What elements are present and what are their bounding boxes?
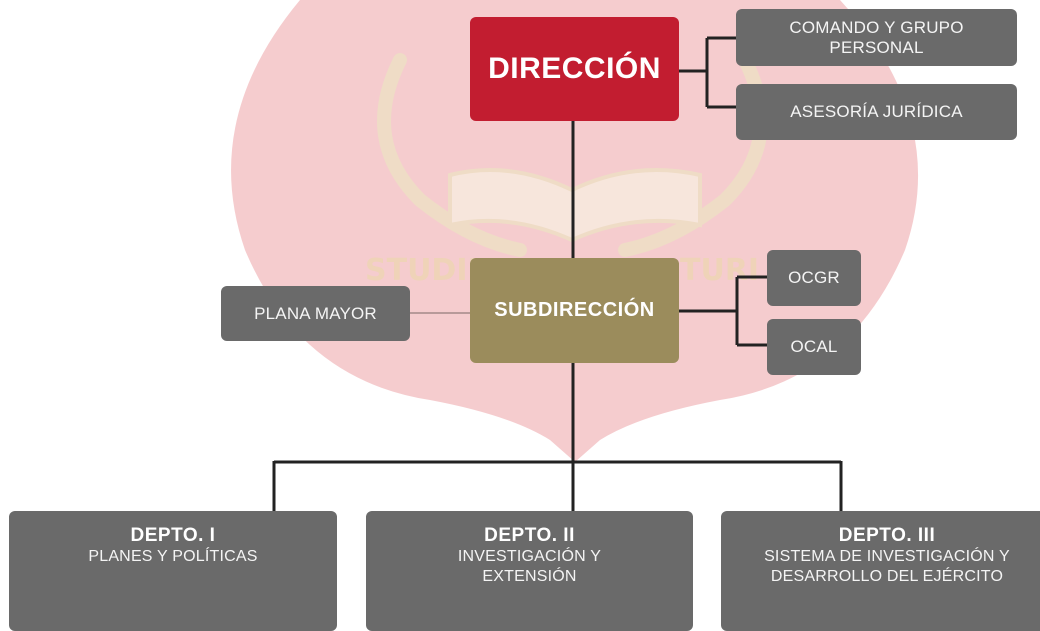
direccion-label: DIRECCIÓN bbox=[488, 52, 661, 85]
subdireccion-label: SUBDIRECCIÓN bbox=[494, 299, 655, 321]
asesoria-juridica-box: ASESORÍA JURÍDICA bbox=[736, 84, 1017, 140]
subdireccion-box: SUBDIRECCIÓN bbox=[470, 258, 679, 363]
depto-2-box: DEPTO. II INVESTIGACIÓN Y EXTENSIÓN bbox=[366, 511, 693, 631]
book-shape bbox=[448, 168, 702, 243]
depto-1-name: PLANES Y POLÍTICAS bbox=[88, 548, 258, 565]
ocgr-box: OCGR bbox=[767, 250, 861, 306]
depto-2-name: INVESTIGACIÓN Y EXTENSIÓN bbox=[457, 548, 602, 585]
depto-1-box: DEPTO. I PLANES Y POLÍTICAS bbox=[9, 511, 337, 631]
depto-2-title: DEPTO. II bbox=[484, 525, 575, 546]
depto-3-title: DEPTO. III bbox=[838, 525, 936, 546]
comando-grupo-personal-box: COMANDO Y GRUPO PERSONAL bbox=[736, 9, 1017, 66]
comando-grupo-personal-label: COMANDO Y GRUPO PERSONAL bbox=[789, 17, 964, 57]
depto-1-title: DEPTO. I bbox=[130, 525, 216, 546]
ocgr-label: OCGR bbox=[788, 268, 840, 287]
connector-lines bbox=[272, 36, 843, 511]
motto-right: TURI bbox=[680, 253, 759, 288]
asesoria-juridica-label: ASESORÍA JURÍDICA bbox=[790, 102, 963, 121]
plana-mayor-box: PLANA MAYOR bbox=[221, 286, 410, 341]
depto-3-name: SISTEMA DE INVESTIGACIÓN Y DESARROLLO DE… bbox=[764, 548, 1010, 585]
ocal-box: OCAL bbox=[767, 319, 861, 375]
laurel-left bbox=[377, 53, 527, 257]
plana-mayor-label: PLANA MAYOR bbox=[254, 303, 377, 323]
ocal-label: OCAL bbox=[790, 337, 838, 356]
direccion-box: DIRECCIÓN bbox=[470, 17, 679, 121]
depto-3-box: DEPTO. III SISTEMA DE INVESTIGACIÓN Y DE… bbox=[721, 511, 1040, 631]
